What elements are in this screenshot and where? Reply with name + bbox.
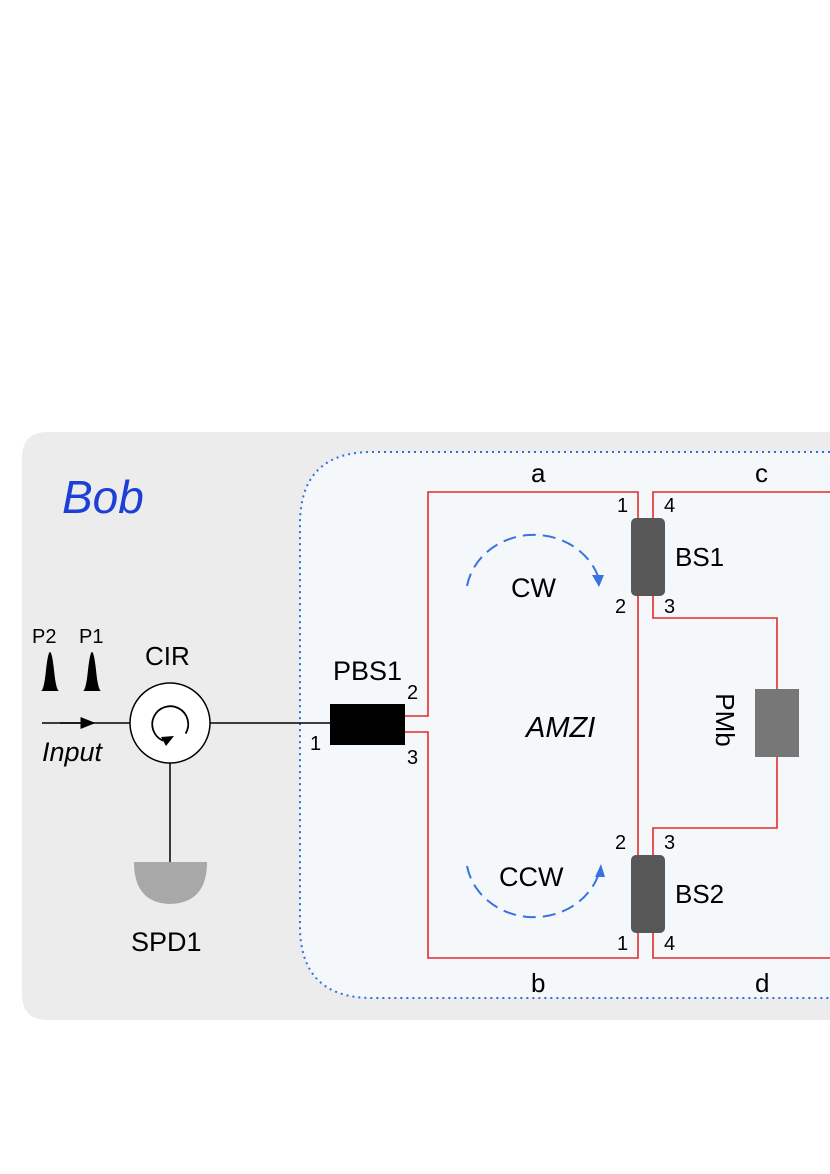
pulse-p1-label: P1: [79, 626, 103, 648]
pulse-p2-label: P2: [32, 626, 56, 648]
red-fibers: [405, 491, 830, 959]
ccw-arrowhead-icon: [595, 864, 605, 877]
cw-arrow: [466, 533, 599, 587]
cw-arrowhead-icon: [592, 575, 604, 587]
amzi-label: AMZI: [524, 712, 595, 744]
circulator-rotation-icon: [151, 705, 190, 742]
pbs-port-3: 3: [407, 747, 418, 769]
bs2-port-2: 2: [615, 832, 626, 854]
bs2-port-4: 4: [664, 933, 675, 955]
bs2-label: BS2: [675, 879, 724, 909]
phase-modulator-label: PMb: [710, 693, 740, 746]
bs2-port-1: 1: [617, 933, 628, 955]
pbs-label: PBS1: [333, 656, 402, 686]
panel-title: Bob: [62, 471, 144, 523]
bs1-port-1: 1: [617, 495, 628, 517]
pulse-p1-icon: [79, 652, 105, 691]
pbs-port-1: 1: [310, 733, 321, 755]
bs2-body: [631, 855, 665, 933]
arm-c-label: c: [755, 458, 768, 488]
detector-label: SPD1: [131, 927, 202, 957]
circulator-label: CIR: [145, 641, 190, 671]
ccw-label: CCW: [499, 862, 564, 892]
arm-a-label: a: [531, 458, 546, 488]
bs2-port-3: 3: [664, 832, 675, 854]
ccw-arrow: [466, 865, 599, 919]
phase-modulator-body: [755, 689, 799, 757]
bs1-label: BS1: [675, 542, 724, 572]
bs1-port-2: 2: [615, 596, 626, 618]
arm-b-label: b: [531, 968, 545, 998]
bs1-port-3: 3: [664, 596, 675, 618]
circulator-body: [129, 682, 211, 764]
arm-d-label: d: [755, 968, 769, 998]
cw-label: CW: [511, 573, 556, 603]
detector-icon: [134, 862, 207, 904]
pbs-port-2: 2: [407, 682, 418, 704]
input-label: Input: [42, 737, 104, 767]
bs1-body: [631, 518, 665, 596]
circulator-arrowhead-icon: [161, 736, 174, 746]
amzi-region: [299, 451, 830, 999]
pulse-p2-icon: [37, 652, 63, 691]
bs1-port-4: 4: [664, 495, 675, 517]
pbs-body: [330, 704, 405, 745]
